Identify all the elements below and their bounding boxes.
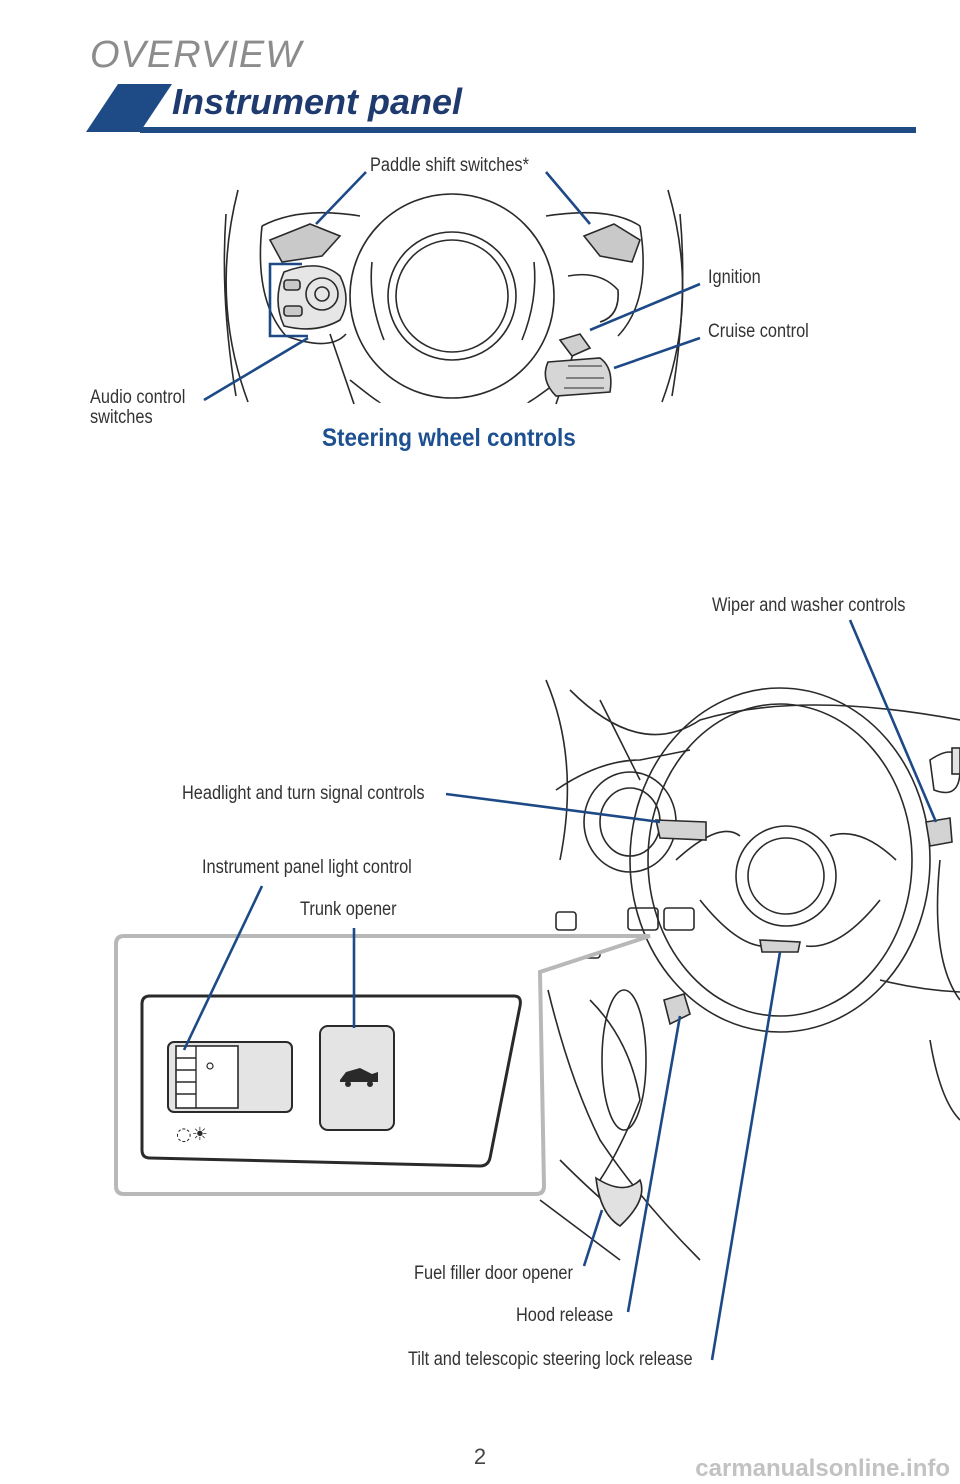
page-number: 2 xyxy=(473,1444,487,1469)
label-panel-light: Instrument panel light control xyxy=(202,857,412,878)
header-bar xyxy=(86,84,916,133)
label-paddle-shift: Paddle shift switches* xyxy=(370,155,529,176)
dashboard-illustration xyxy=(539,679,960,1261)
label-cruise-control: Cruise control xyxy=(708,321,809,342)
label-wiper: Wiper and washer controls xyxy=(712,595,906,616)
label-audio-line1: Audio control xyxy=(90,387,186,408)
label-audio-line2: switches xyxy=(90,407,153,428)
section-heading: OVERVIEW xyxy=(90,34,303,76)
page-title: Instrument panel xyxy=(172,81,463,122)
watermark: carmanualsonline.info xyxy=(695,1455,950,1482)
label-tilt: Tilt and telescopic steering lock releas… xyxy=(408,1349,693,1370)
steering-leader-lines xyxy=(203,171,701,402)
label-hood: Hood release xyxy=(516,1305,614,1326)
steering-wheel-illustration xyxy=(223,189,684,405)
label-ignition: Ignition xyxy=(708,267,761,288)
svg-text:◌☀: ◌☀ xyxy=(176,1124,208,1145)
steering-wheel-caption: Steering wheel controls xyxy=(322,424,576,452)
label-fuel: Fuel filler door opener xyxy=(414,1263,573,1284)
label-trunk: Trunk opener xyxy=(300,899,397,920)
dashboard-leader-lines xyxy=(182,619,938,1361)
callout-inset: ◌☀ xyxy=(114,934,651,1196)
label-headlight: Headlight and turn signal controls xyxy=(182,783,425,804)
